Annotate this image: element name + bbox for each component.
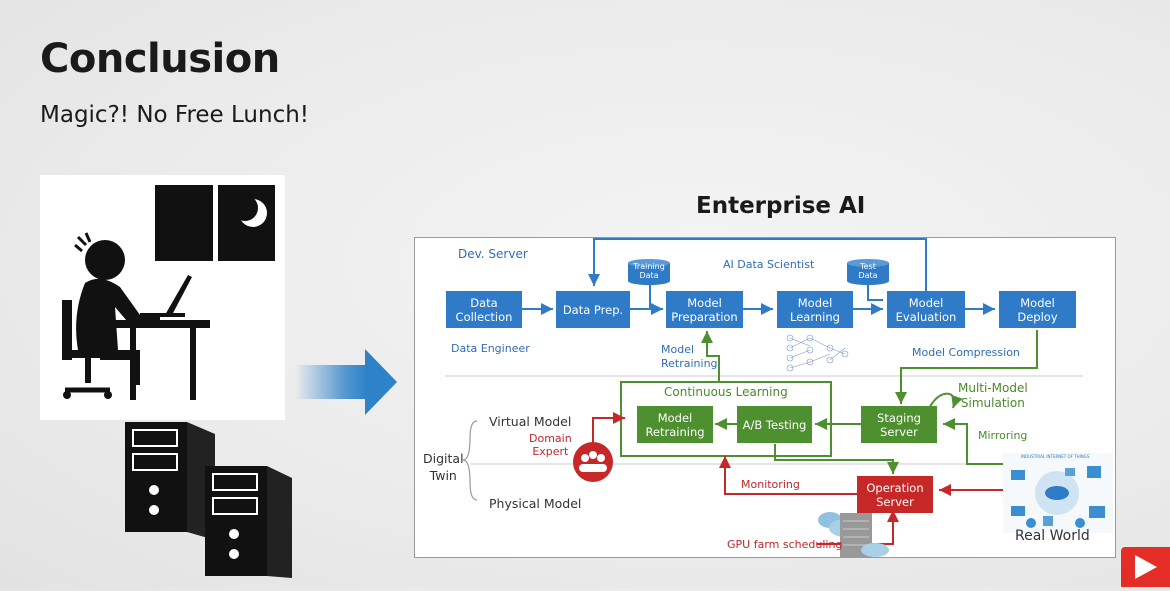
- iiot-illustration: [1003, 453, 1113, 533]
- training-data-cylinder: [628, 259, 670, 285]
- slide-title: Conclusion: [40, 36, 280, 82]
- monitoring-label: Monitoring: [741, 478, 800, 491]
- enterprise-ai-diagram: Dev. Server AI Data Scientist Data Engin…: [414, 237, 1116, 558]
- test-data-label: Test Data: [858, 262, 878, 280]
- multi-model-simulation-label: Multi-Model Simulation: [958, 381, 1028, 410]
- model-compression-label: Model Compression: [912, 346, 1020, 359]
- data-engineer-label: Data Engineer: [451, 342, 530, 355]
- server-towers-icon: [120, 420, 300, 584]
- gpu-server-cloud-icon: [818, 512, 889, 557]
- model-retraining-box: Model Retraining: [637, 406, 713, 443]
- slide-subtitle: Magic?! No Free Lunch!: [40, 102, 310, 128]
- model-deploy-box: Model Deploy: [999, 291, 1076, 328]
- digital-twin-label: Digital Twin: [423, 451, 464, 483]
- model-evaluation-box: Model Evaluation: [887, 291, 965, 328]
- ab-testing-box: A/B Testing: [737, 406, 812, 443]
- test-data-cylinder: [847, 259, 889, 285]
- data-prep-box: Data Prep.: [556, 291, 630, 328]
- staging-server-box: Staging Server: [861, 406, 937, 443]
- virtual-model-label: Virtual Model: [489, 414, 572, 429]
- night-worker-illustration: [40, 175, 285, 420]
- diagram-title: Enterprise AI: [696, 193, 866, 219]
- domain-expert-icon: [573, 442, 613, 482]
- neural-network-icon: [786, 334, 849, 372]
- real-world-label: Real World: [1015, 528, 1090, 544]
- dev-server-label: Dev. Server: [458, 247, 528, 261]
- model-retraining-label: Model Retraining: [661, 343, 718, 370]
- right-arrow-icon: [295, 345, 405, 424]
- model-preparation-box: Model Preparation: [666, 291, 743, 328]
- youtube-play-icon[interactable]: [1121, 547, 1170, 587]
- training-data-label: Training Data: [633, 262, 665, 280]
- iiot-caption: INDUSTRIAL INTERNET OF THINGS: [1021, 454, 1090, 459]
- data-collection-box: Data Collection: [446, 291, 522, 328]
- physical-model-label: Physical Model: [489, 496, 582, 511]
- mirroring-label: Mirroring: [978, 429, 1028, 442]
- continuous-learning-label: Continuous Learning: [664, 385, 788, 399]
- operation-server-box: Operation Server: [857, 476, 933, 513]
- gpu-farm-scheduling-label: GPU farm scheduling: [727, 538, 843, 551]
- domain-expert-label: Domain Expert: [529, 432, 572, 458]
- model-learning-box: Model Learning: [777, 291, 853, 328]
- ai-data-scientist-label: AI Data Scientist: [723, 258, 815, 271]
